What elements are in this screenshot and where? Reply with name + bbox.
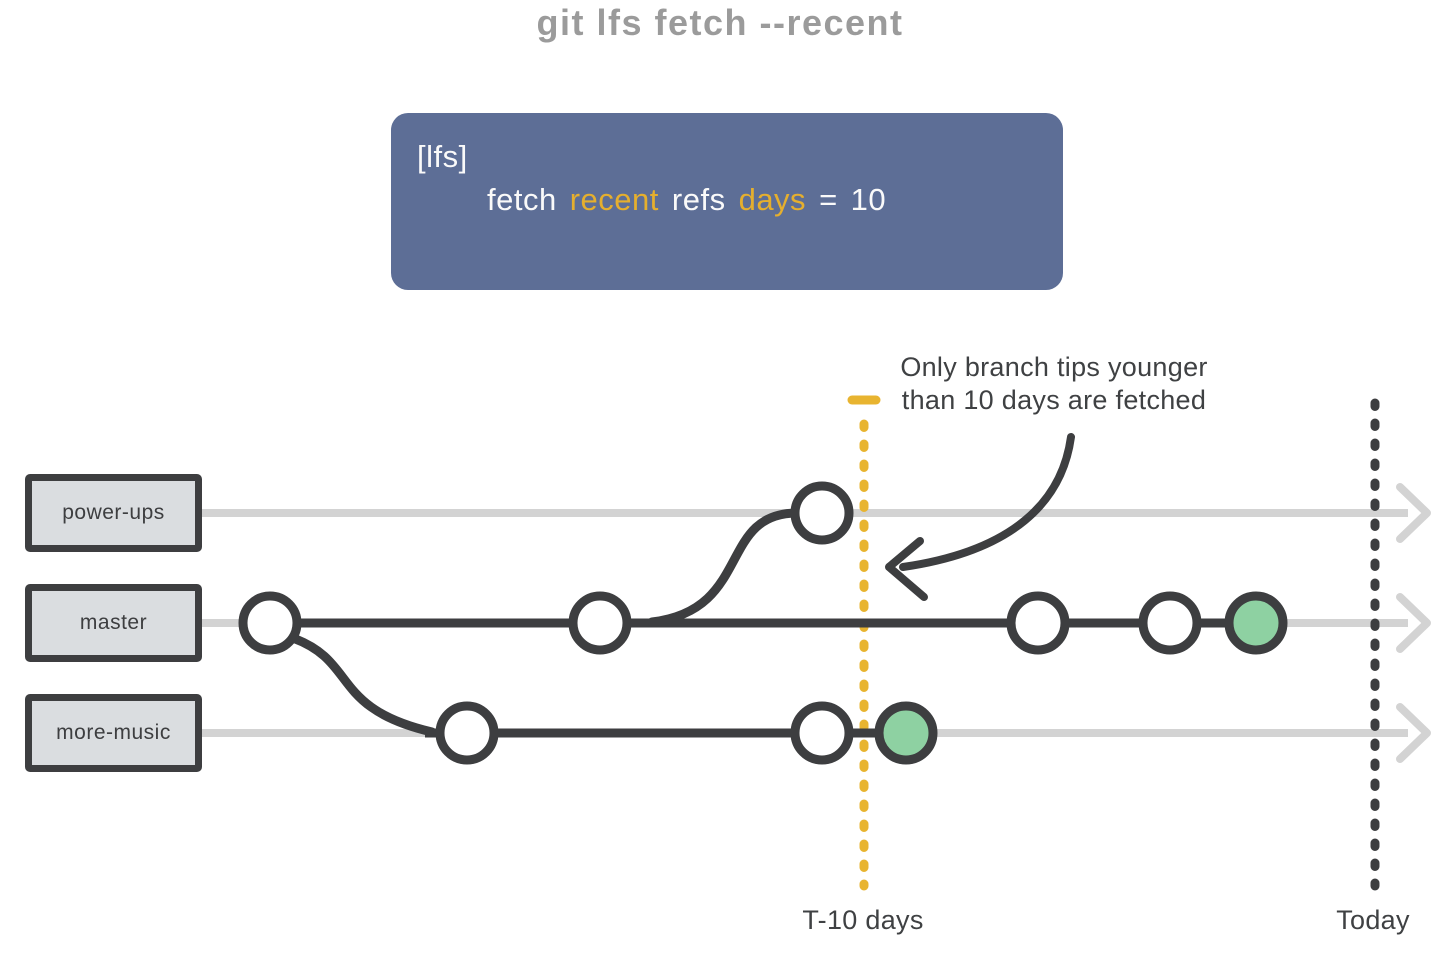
page-title: git lfs fetch --recent [536,2,904,43]
config-token: 10 [850,182,887,217]
timeline-arrow-icon [1396,483,1431,543]
timeline-arrow-icon [1396,703,1431,763]
branch-label-text: more-music [56,721,171,744]
commit-node [790,701,854,765]
commit-node [790,481,854,545]
lfs-config-panel: [lfs] fetch recent refs days = 10 [391,113,1063,290]
branch-label-text: master [79,611,148,634]
annotation-line-1: Only branch tips younger [900,352,1208,382]
commit-node-fetched [874,701,938,765]
commit-node-fetched [1224,591,1288,655]
branch-curve-powerups [647,508,801,627]
commit-node [568,591,632,655]
branch-label-text: power-ups [62,501,165,524]
annotation-arrow-curve [899,433,1075,571]
branch-curve-moremusic [288,633,437,737]
branch-label-master: master [25,584,202,662]
annotation-line-2: than 10 days are fetched [901,385,1207,415]
config-token: refs [671,182,726,217]
commit-node [1006,591,1070,655]
config-token: = [819,182,838,217]
config-section-header: [lfs] [417,139,468,174]
config-token: days [738,182,807,217]
t10-days-label: T-10 days [802,905,924,935]
commits-layer [238,481,1288,765]
commit-node [435,701,499,765]
commit-node [1138,591,1202,655]
annotation-text: Only branch tips younger than 10 days ar… [853,351,1255,417]
timeline-arrow-icon [1396,593,1431,653]
commit-node [238,591,302,655]
branch-label-power-ups: power-ups [25,474,202,552]
config-token: fetch [487,182,557,217]
today-label: Today [1336,905,1410,935]
branch-label-more-music: more-music [25,694,202,772]
config-token: recent [569,182,659,217]
annotation-arrowhead-icon [885,537,928,601]
config-command-line: fetch recent refs days = 10 [487,182,1063,218]
